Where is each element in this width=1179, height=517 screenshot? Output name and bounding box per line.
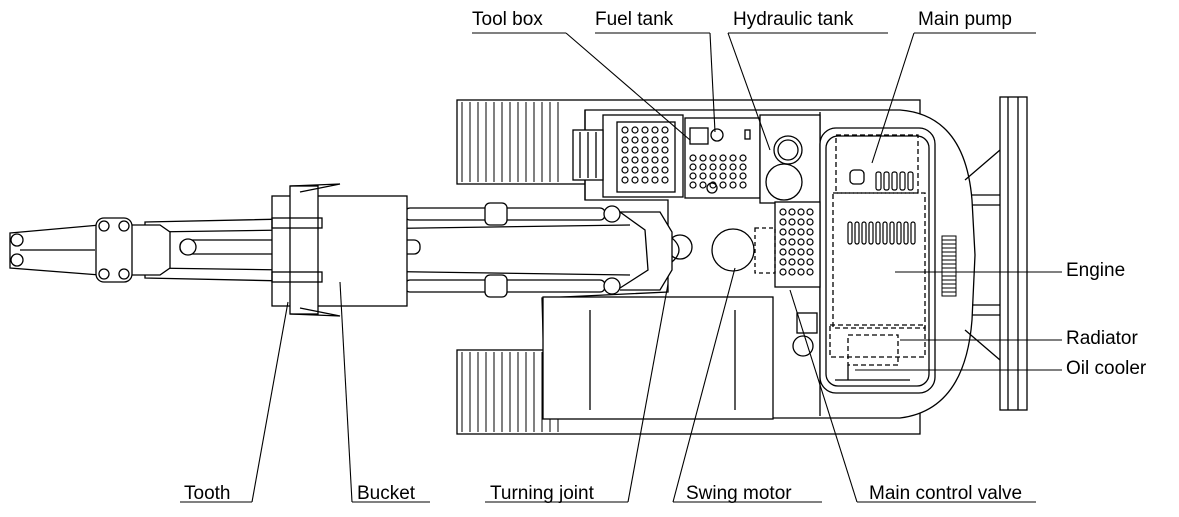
- tool-box: [572, 114, 684, 198]
- label-hydraulic-tank: Hydraulic tank: [733, 9, 854, 30]
- arm: [9, 217, 171, 283]
- label-radiator: Radiator: [1066, 328, 1138, 349]
- hydraulic-tank: [759, 114, 821, 204]
- fuel-tank: [684, 117, 761, 199]
- engine-compartment: [819, 127, 957, 394]
- dozer-blade: [964, 96, 1028, 411]
- label-main-control-valve: Main control valve: [869, 483, 1023, 504]
- label-engine: Engine: [1066, 260, 1126, 281]
- label-fuel-tank: Fuel tank: [595, 9, 674, 30]
- label-swing-motor: Swing motor: [686, 483, 792, 504]
- label-tool-box: Tool box: [472, 9, 543, 30]
- label-turning-joint: Turning joint: [490, 483, 594, 504]
- rear-tray: [542, 296, 774, 420]
- label-bucket: Bucket: [357, 483, 416, 504]
- leader-lines: [180, 32, 1062, 503]
- control-valve-block: [754, 201, 821, 357]
- label-oil-cooler: Oil cooler: [1066, 358, 1147, 379]
- bucket: [271, 183, 408, 317]
- label-tooth: Tooth: [184, 483, 231, 504]
- label-main-pump: Main pump: [918, 9, 1012, 30]
